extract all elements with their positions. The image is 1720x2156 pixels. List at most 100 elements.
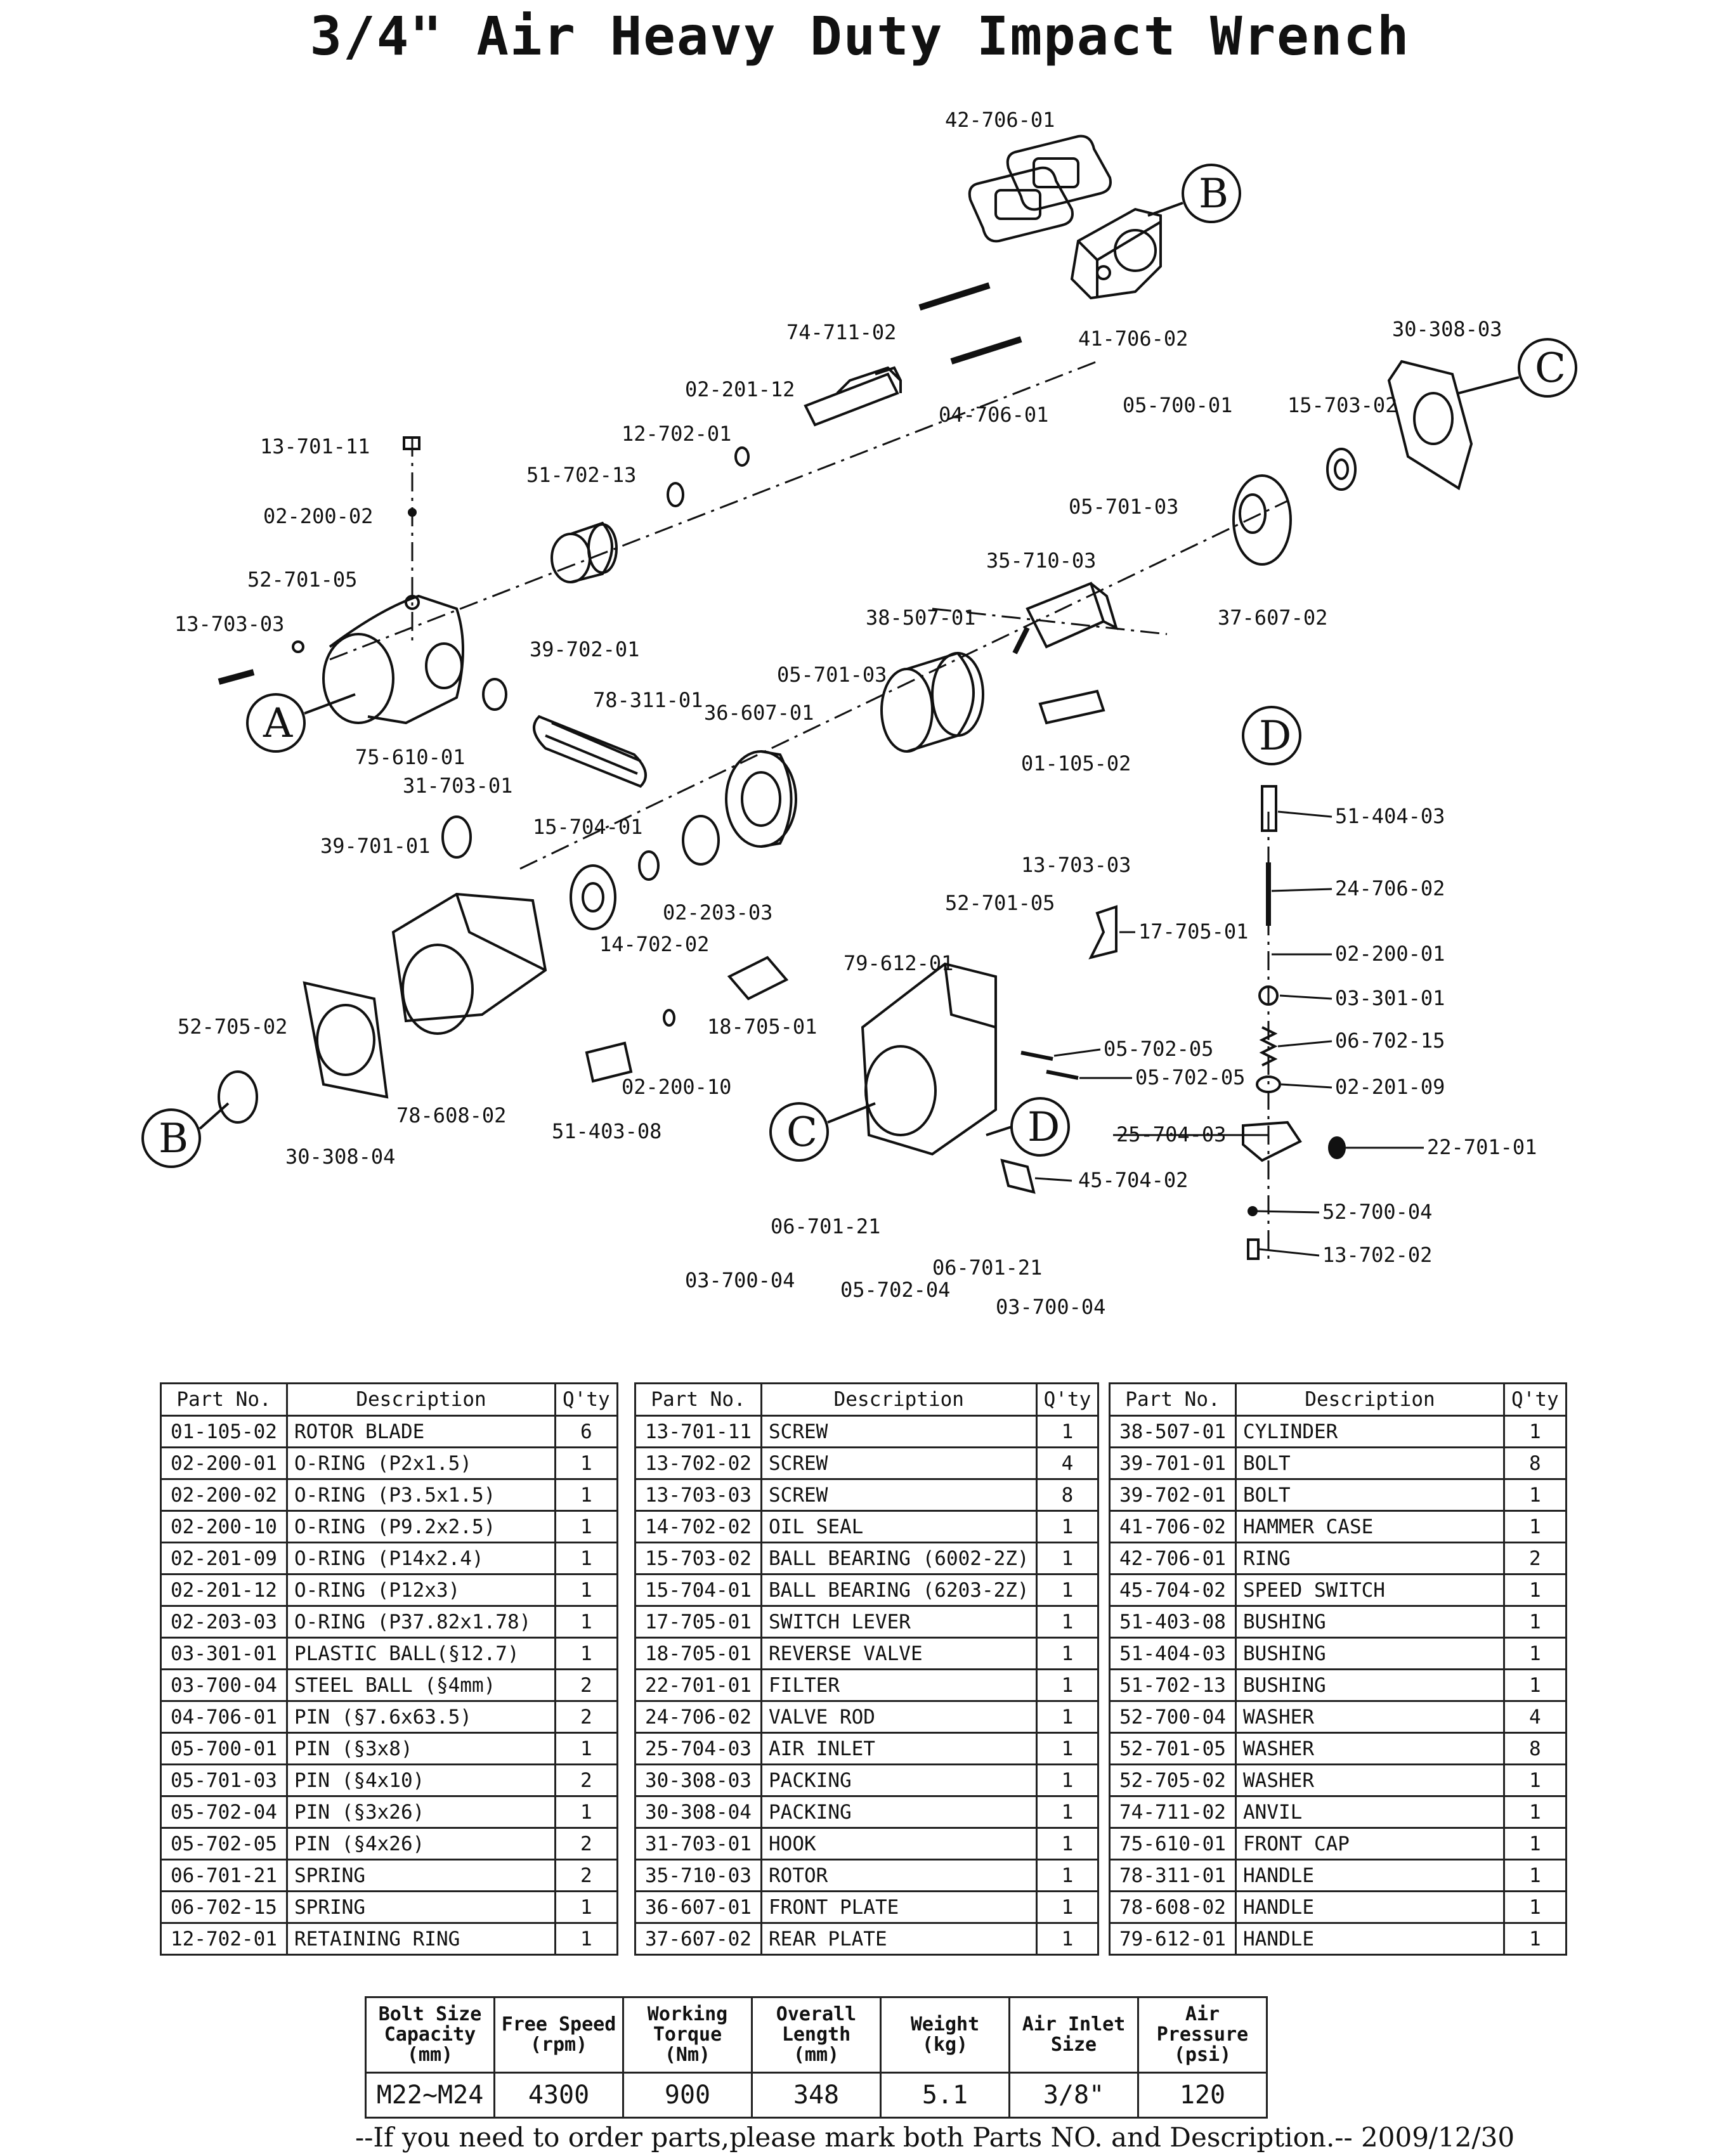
quantity-cell: 4: [1503, 1700, 1567, 1734]
description-cell: SPRING: [286, 1859, 556, 1892]
label-74-711-02: 74-711-02: [786, 320, 896, 344]
quantity-cell: 4: [1035, 1446, 1100, 1480]
description-cell: PIN (§3x8): [286, 1732, 556, 1765]
description-cell: RETAINING RING: [286, 1922, 556, 1956]
part-number-cell: 05-702-05: [160, 1827, 288, 1861]
description-cell: PIN (§3x26): [286, 1795, 556, 1829]
label-22-701-01: 22-701-01: [1427, 1135, 1537, 1159]
label-06-702-15: 06-702-15: [1335, 1029, 1445, 1053]
description-cell: BALL BEARING (6203-2Z): [760, 1573, 1038, 1607]
description-cell: PACKING: [760, 1763, 1038, 1797]
description-cell: SCREW: [760, 1415, 1038, 1448]
description-cell: BALL BEARING (6002-2Z): [760, 1542, 1038, 1575]
description-cell: PIN (§4x26): [286, 1827, 556, 1861]
part-number-cell: 05-702-04: [160, 1795, 288, 1829]
callout-b-left: B: [159, 1115, 188, 1162]
description-cell: BUSHING: [1235, 1605, 1505, 1639]
part-number-cell: 51-702-13: [1109, 1668, 1237, 1702]
label-17-705-01: 17-705-01: [1138, 919, 1248, 944]
quantity-cell: 1: [1035, 1573, 1100, 1607]
quantity-cell: 1: [554, 1605, 618, 1639]
description-cell: WASHER: [1235, 1763, 1505, 1797]
part-number-cell: 30-308-04: [634, 1795, 762, 1829]
description-cell: WASHER: [1235, 1700, 1505, 1734]
description-cell: FRONT PLATE: [760, 1890, 1038, 1924]
description-cell: O-RING (P37.82x1.78): [286, 1605, 556, 1639]
part-number-cell: 03-301-01: [160, 1637, 288, 1670]
label-42-706-01: 42-706-01: [945, 108, 1055, 132]
quantity-cell: 2: [554, 1859, 618, 1892]
description-cell: ANVIL: [1235, 1795, 1505, 1829]
label-14-702-02: 14-702-02: [599, 932, 709, 956]
label-13-701-11: 13-701-11: [260, 434, 370, 458]
label-39-702-01: 39-702-01: [530, 637, 639, 661]
part-number-cell: 18-705-01: [634, 1637, 762, 1670]
label-05-700-01: 05-700-01: [1123, 393, 1232, 417]
description-cell: AIR INLET: [760, 1732, 1038, 1765]
label-78-311-01: 78-311-01: [593, 688, 703, 712]
description-cell: ROTOR BLADE: [286, 1415, 556, 1448]
quantity-cell: 1: [1035, 1542, 1100, 1575]
part-number-cell: 45-704-02: [1109, 1573, 1237, 1607]
part-number-cell: 13-703-03: [634, 1478, 762, 1512]
quantity-cell: 1: [554, 1446, 618, 1480]
description-cell: HANDLE: [1235, 1890, 1505, 1924]
description-cell: HAMMER CASE: [1235, 1510, 1505, 1543]
label-05-702-05-a: 05-702-05: [1104, 1037, 1213, 1061]
description-cell: WASHER: [1235, 1732, 1505, 1765]
label-31-703-01: 31-703-01: [403, 774, 512, 798]
part-number-cell: 13-701-11: [634, 1415, 762, 1448]
header-part-no: Part No.: [1109, 1382, 1237, 1417]
exploded-diagram: 42-706-01 41-706-02 74-711-02 02-201-12 …: [141, 108, 1577, 1319]
label-52-705-02: 52-705-02: [178, 1015, 287, 1039]
rotor-part: [1012, 581, 1119, 654]
quantity-cell: 1: [1503, 1637, 1567, 1670]
part-number-cell: 17-705-01: [634, 1605, 762, 1639]
part-number-cell: 22-701-01: [634, 1668, 762, 1702]
spec-value: 5.1: [880, 2072, 1010, 2119]
part-number-cell: 15-703-02: [634, 1542, 762, 1575]
part-number-cell: 04-706-01: [160, 1700, 288, 1734]
quantity-cell: 2: [554, 1763, 618, 1797]
quantity-cell: 8: [1503, 1732, 1567, 1765]
page-title: 3/4" Air Heavy Duty Impact Wrench: [309, 5, 1411, 67]
label-06-701-21-a: 06-701-21: [771, 1214, 880, 1238]
quantity-cell: 1: [1035, 1700, 1100, 1734]
spec-header: Air Pressure (psi): [1137, 1996, 1268, 2074]
description-cell: FILTER: [760, 1668, 1038, 1702]
part-number-cell: 51-404-03: [1109, 1637, 1237, 1670]
callout-letters: A B C D B C D: [159, 171, 1566, 1162]
label-36-607-01: 36-607-01: [704, 701, 814, 725]
part-number-cell: 06-701-21: [160, 1859, 288, 1892]
quantity-cell: 1: [1035, 1763, 1100, 1797]
header-qty: Q'ty: [1035, 1382, 1100, 1417]
hammer-case-part: [1070, 207, 1162, 300]
quantity-cell: 1: [554, 1637, 618, 1670]
spec-header: Free Speed (rpm): [493, 1996, 624, 2074]
part-number-cell: 39-702-01: [1109, 1478, 1237, 1512]
label-02-201-09: 02-201-09: [1335, 1075, 1445, 1099]
description-cell: PLASTIC BALL(§12.7): [286, 1637, 556, 1670]
part-number-cell: 52-701-05: [1109, 1732, 1237, 1765]
quantity-cell: 1: [1503, 1795, 1567, 1829]
label-05-701-03-b: 05-701-03: [1069, 495, 1178, 519]
label-05-702-05-b: 05-702-05: [1135, 1065, 1245, 1089]
header-description: Description: [286, 1382, 556, 1417]
quantity-cell: 1: [1503, 1859, 1567, 1892]
quantity-cell: 1: [1503, 1890, 1567, 1924]
part-number-cell: 36-607-01: [634, 1890, 762, 1924]
description-cell: O-RING (P3.5x1.5): [286, 1478, 556, 1512]
header-qty: Q'ty: [554, 1382, 618, 1417]
quantity-cell: 1: [554, 1922, 618, 1956]
